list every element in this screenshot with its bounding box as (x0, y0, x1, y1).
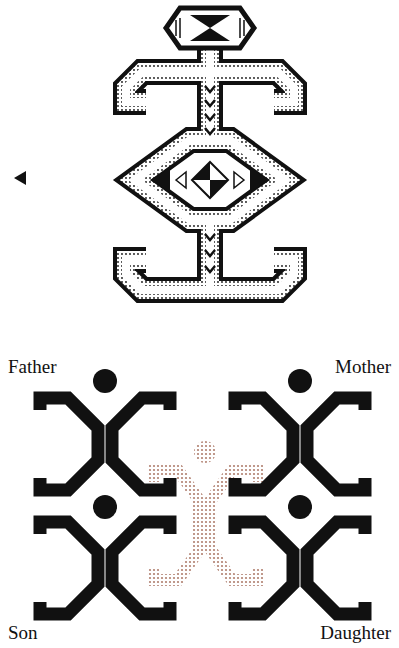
mother-figure (235, 398, 293, 490)
figure-label-box: Mother (335, 356, 391, 378)
son-figure (112, 522, 170, 614)
mother-figure (307, 398, 365, 490)
figure-label: Mother (335, 356, 391, 377)
son-figure (40, 522, 98, 614)
figure-ornament (150, 86, 270, 272)
head-stripes (176, 18, 244, 38)
figure-outline (126, 48, 294, 290)
daughter-figure (307, 522, 365, 614)
center-diamond-fill (210, 180, 228, 198)
pointer-arrow (14, 171, 26, 185)
figure-label-box: Son (8, 622, 38, 644)
figure-beading (126, 48, 294, 290)
head-hexagon (166, 8, 254, 48)
dotted-figure-head (194, 441, 216, 463)
figure-label: Daughter (320, 622, 391, 643)
figure-label: Father (8, 356, 57, 377)
head-triangle (190, 28, 230, 41)
figure-inner-band (126, 48, 294, 290)
head-dot (93, 495, 117, 519)
figure-heads (93, 369, 312, 519)
figure-head (166, 8, 254, 48)
center-diamond-fill (192, 162, 210, 180)
head-dot (288, 369, 312, 393)
figure-symbol (126, 48, 294, 290)
center-diamond (192, 162, 228, 198)
head-dot (288, 495, 312, 519)
father-figure (40, 398, 98, 490)
family-figures (40, 398, 365, 614)
daughter-figure (235, 522, 293, 614)
diamond-triangle (250, 168, 270, 192)
head-triangle (190, 15, 230, 28)
figure-label-box: Daughter (320, 622, 391, 644)
diamond-triangle (234, 172, 244, 188)
diamond-triangle (176, 172, 186, 188)
figure-label: Son (8, 622, 38, 643)
diamond-triangle (150, 168, 170, 192)
head-dot (93, 369, 117, 393)
father-figure (112, 398, 170, 490)
figure-label-box: Father (8, 356, 57, 378)
